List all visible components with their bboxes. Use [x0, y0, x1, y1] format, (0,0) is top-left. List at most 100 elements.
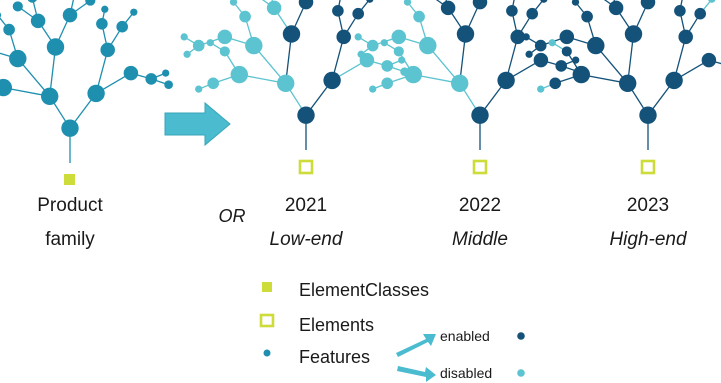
feature-node	[678, 29, 693, 45]
feature-node	[393, 46, 404, 57]
feature-node	[674, 5, 686, 17]
feature-node	[587, 36, 605, 55]
legend-disabled-icon	[517, 369, 525, 377]
feature-node	[0, 12, 2, 18]
feature-node	[471, 106, 489, 124]
legend-arrow-enabled	[396, 334, 436, 357]
feature-node	[101, 5, 109, 13]
feature-node	[30, 13, 46, 29]
feature-node	[230, 65, 248, 84]
product-family-tree	[0, 0, 173, 163]
feature-node	[192, 39, 205, 52]
feature-node	[533, 52, 549, 68]
feature-node	[404, 65, 422, 84]
feature-node	[9, 49, 27, 68]
feature-node	[472, 0, 488, 10]
feature-node	[41, 87, 59, 106]
feature-node	[540, 0, 548, 3]
legend-feature-icon	[263, 349, 271, 357]
feature-node	[413, 10, 425, 23]
feature-node	[239, 10, 251, 23]
feature-node	[183, 50, 191, 58]
config-tier-2021: Low-end	[270, 229, 344, 250]
feature-node	[336, 29, 351, 45]
legend-enabled: enabled	[440, 328, 490, 344]
feature-node	[403, 0, 412, 6]
config-tier-2022: Middle	[452, 229, 508, 250]
feature-node	[380, 39, 388, 47]
feature-node	[145, 73, 157, 85]
feature-node	[581, 10, 593, 23]
legend-features: Features	[299, 347, 370, 367]
legend-element-classes: ElementClasses	[299, 280, 429, 300]
feature-node	[366, 0, 374, 3]
feature-node	[219, 46, 230, 57]
feature-node	[456, 25, 475, 43]
config-year-2023: 2023	[627, 195, 669, 216]
feature-node	[282, 25, 301, 43]
feature-node	[195, 85, 203, 93]
feature-node	[277, 74, 295, 93]
feature-node	[352, 7, 365, 20]
or-label: OR	[219, 206, 246, 226]
feature-node	[323, 71, 341, 90]
legend: ElementClasses Elements Features enabled…	[259, 280, 525, 382]
derivation-arrow	[164, 101, 231, 147]
feature-node	[130, 8, 138, 16]
feature-node	[640, 0, 656, 10]
feature-node	[608, 0, 624, 16]
feature-node	[451, 74, 469, 93]
feature-node	[440, 0, 456, 16]
feature-node	[116, 20, 128, 33]
feature-node	[354, 33, 362, 41]
feature-node	[549, 77, 561, 90]
legend-enabled-icon	[517, 332, 525, 340]
legend-arrow-disabled	[397, 366, 436, 382]
feature-node	[0, 78, 12, 97]
legend-element-icon	[259, 313, 275, 328]
feature-node	[332, 5, 344, 17]
config-tier-2023: High-end	[609, 229, 688, 250]
feature-node	[180, 33, 188, 41]
feature-node	[548, 39, 556, 47]
element-marker-2022	[472, 159, 488, 175]
feature-node	[100, 42, 115, 58]
feature-node	[298, 0, 314, 10]
legend-disabled: disabled	[440, 365, 492, 381]
feature-node	[639, 106, 657, 124]
feature-node	[62, 7, 78, 23]
element-class-marker	[64, 174, 75, 185]
feature-node	[391, 29, 407, 45]
element-marker-2023	[640, 159, 656, 175]
feature-node	[12, 1, 23, 12]
feature-node	[619, 74, 637, 93]
element-marker-2021	[298, 159, 314, 175]
feature-node	[206, 39, 214, 47]
feature-node	[701, 52, 717, 68]
feature-node	[162, 69, 170, 77]
feature-node	[555, 60, 567, 72]
feature-node	[522, 33, 530, 41]
config-year-2021: 2021	[285, 195, 327, 216]
feature-node	[694, 7, 706, 20]
feature-node	[87, 84, 105, 103]
feature-node	[245, 36, 263, 55]
tree-config-2022	[354, 0, 583, 150]
feature-node	[123, 65, 139, 81]
feature-node	[497, 71, 515, 90]
feature-node	[27, 0, 37, 3]
feature-node	[357, 50, 365, 58]
feature-node	[266, 0, 282, 16]
legend-element-class-icon	[262, 282, 272, 292]
family-label-line1: Product	[37, 195, 103, 216]
feature-node	[624, 25, 643, 43]
feature-node	[217, 29, 233, 45]
feature-node	[46, 38, 65, 56]
feature-node	[708, 0, 716, 3]
feature-node	[3, 23, 15, 36]
feature-node	[297, 106, 315, 124]
feature-node	[229, 0, 238, 6]
feature-node	[525, 50, 533, 58]
legend-elements: Elements	[299, 315, 374, 335]
